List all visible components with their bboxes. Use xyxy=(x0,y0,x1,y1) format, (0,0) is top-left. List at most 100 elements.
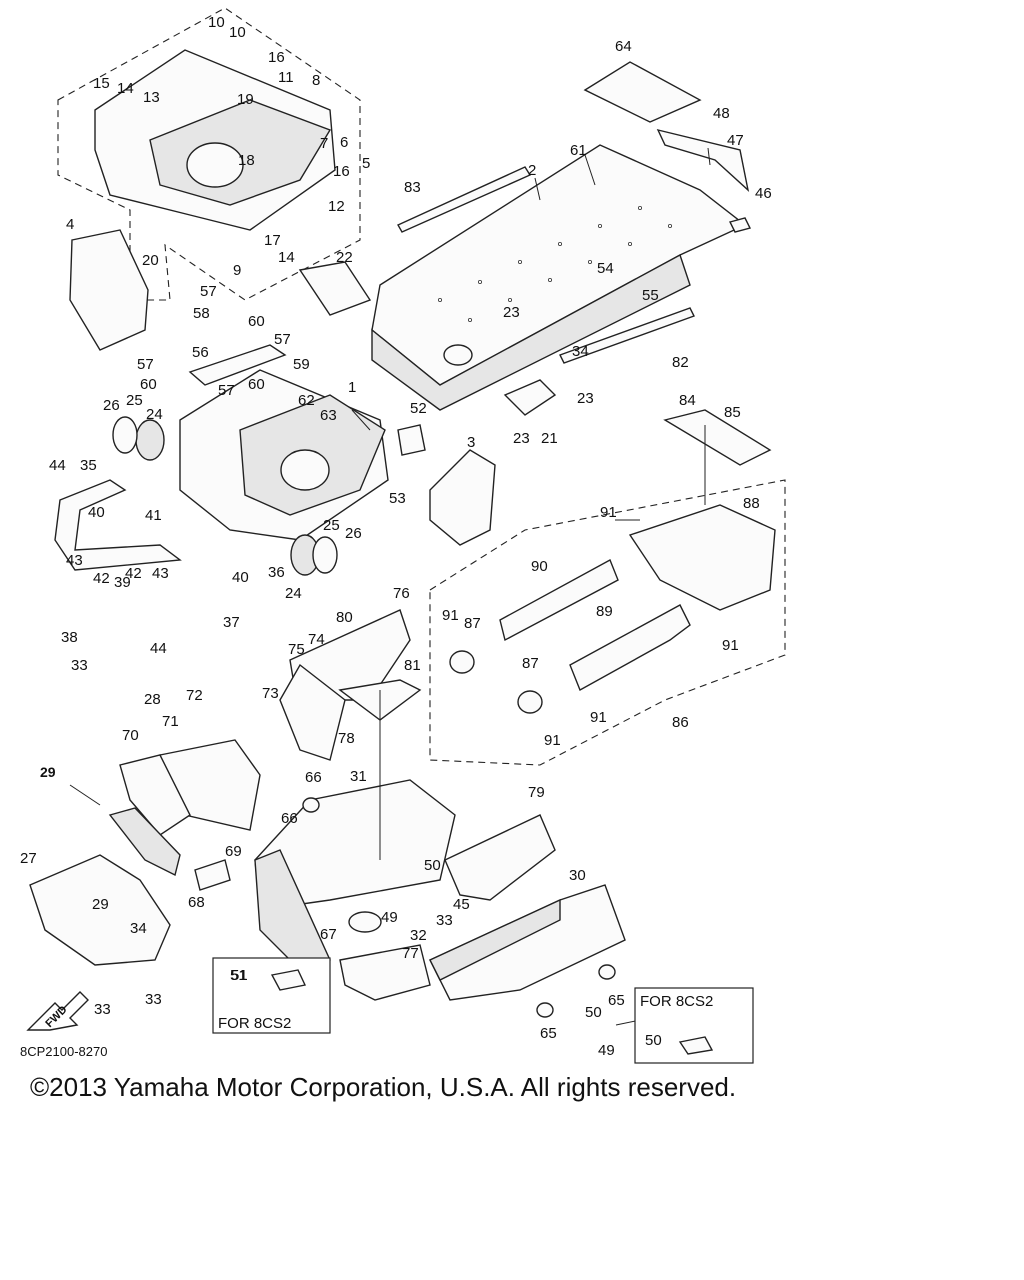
part-number-label: 67 xyxy=(320,926,337,943)
part-number-label: 81 xyxy=(404,657,421,674)
parts-diagram: 51 FOR 8CS2 FOR 8CS2 50 FWD 29 123456789… xyxy=(20,7,786,1064)
bracket-47 xyxy=(656,128,750,192)
diagram-code: 8CP2100-8270 xyxy=(20,1044,108,1059)
boot-24-left xyxy=(135,419,165,461)
part-number-label: 56 xyxy=(192,344,209,361)
part-number-label: 91 xyxy=(442,607,459,624)
part-number-label: 62 xyxy=(298,392,315,409)
part-number-label: 91 xyxy=(544,732,561,749)
panel-73 xyxy=(279,663,346,761)
part-number-label: 25 xyxy=(126,392,143,409)
part-number-label: 75 xyxy=(288,641,305,658)
part-number-label: 45 xyxy=(453,896,470,913)
part-number-label: 1 xyxy=(348,379,356,396)
callout-part-51: 51 xyxy=(230,967,247,984)
part-number-label: 91 xyxy=(722,637,739,654)
part-number-label: 49 xyxy=(598,1042,615,1059)
panel-79 xyxy=(444,814,556,901)
part-number-label: 6 xyxy=(340,134,348,151)
part-number-label: 79 xyxy=(528,784,545,801)
part-number-label: 24 xyxy=(146,406,163,423)
fwd-arrow: FWD xyxy=(26,991,89,1031)
part-number-label: 60 xyxy=(248,313,265,330)
part-number-label: 58 xyxy=(193,305,210,322)
part-number-label: 47 xyxy=(727,132,744,149)
callout-box-left xyxy=(212,957,331,1034)
part-number-label: 44 xyxy=(150,640,167,657)
part-number-label: 28 xyxy=(144,691,161,708)
bracket-4 xyxy=(69,229,149,351)
callout-for-8cs2-left: FOR 8CS2 xyxy=(218,1015,291,1032)
part-number-label: 55 xyxy=(642,287,659,304)
mount-87-lower xyxy=(517,690,543,714)
part-number-label: 32 xyxy=(410,927,427,944)
part-number-label: 25 xyxy=(323,517,340,534)
part-number-label: 17 xyxy=(264,232,281,249)
gasket-25-right xyxy=(312,536,338,574)
part-number-label: 71 xyxy=(162,713,179,730)
part-number-label: 14 xyxy=(278,249,295,266)
group-outline-frame-assembly xyxy=(57,7,361,301)
part-number-label: 87 xyxy=(522,655,539,672)
mount-87-upper xyxy=(449,650,475,674)
part-number-label: 13 xyxy=(143,89,160,106)
part-number-label: 43 xyxy=(152,565,169,582)
part-number-label: 89 xyxy=(596,603,613,620)
bracket-68 xyxy=(194,859,231,891)
part-number-label: 21 xyxy=(541,430,558,447)
part-number-label: 50 xyxy=(585,1004,602,1021)
part-number-label: 72 xyxy=(186,687,203,704)
flap-64 xyxy=(583,61,702,123)
gasket-25-left xyxy=(112,416,138,454)
part-number-label: 33 xyxy=(94,1001,111,1018)
part-number-label: 34 xyxy=(130,920,147,937)
part-number-label: 74 xyxy=(308,631,325,648)
part-number-label: 10 xyxy=(208,14,225,31)
cap-46 xyxy=(728,217,752,233)
group-outline-86 xyxy=(429,479,786,766)
part-number-label: 69 xyxy=(225,843,242,860)
part-number-label: 38 xyxy=(61,629,78,646)
part-number-label: 30 xyxy=(569,867,586,884)
part-number-label: 24 xyxy=(285,585,302,602)
part-number-label: 12 xyxy=(328,198,345,215)
plate-52 xyxy=(397,424,426,456)
copyright-notice: ©2013 Yamaha Motor Corporation, U.S.A. A… xyxy=(30,1072,737,1102)
part-number-label: 77 xyxy=(402,945,419,962)
callout-part-50: 50 xyxy=(645,1032,662,1049)
part-number-label: 52 xyxy=(410,400,427,417)
tunnel-hole xyxy=(443,344,473,366)
part-number-label: 87 xyxy=(464,615,481,632)
plate-22 xyxy=(298,261,372,316)
tunnel-rivets xyxy=(437,205,673,322)
part-number-label: 46 xyxy=(755,185,772,202)
part-number-label: 68 xyxy=(188,894,205,911)
cover-77 xyxy=(339,944,431,1001)
part-number-label: 73 xyxy=(262,685,279,702)
part-number-label: 90 xyxy=(531,558,548,575)
part-number-label: 91 xyxy=(600,504,617,521)
part-label-layer: 1234567891010111213141415161617181920212… xyxy=(20,14,772,1059)
part-number-label: 66 xyxy=(305,769,322,786)
part-number-label: 65 xyxy=(608,992,625,1009)
part-number-label: 65 xyxy=(540,1025,557,1042)
bracket-21 xyxy=(503,379,557,416)
callout-part-50-shape xyxy=(678,1036,714,1055)
frame-opening xyxy=(186,142,244,188)
part-number-label: 9 xyxy=(233,262,241,279)
bracket-56 xyxy=(188,344,287,386)
part-number-label: 36 xyxy=(268,564,285,581)
part-number-label: 16 xyxy=(333,163,350,180)
part-number-label: 11 xyxy=(278,69,294,86)
part-number-label: 85 xyxy=(724,404,741,421)
part-number-label: 34 xyxy=(572,343,589,360)
part-number-label: 41 xyxy=(145,507,162,524)
part-number-label: 39 xyxy=(114,574,131,591)
bumper-36 xyxy=(54,479,182,571)
part-number-label: 80 xyxy=(336,609,353,626)
part-number-label: 83 xyxy=(404,179,421,196)
plug-65-right xyxy=(598,964,616,980)
part-number-label: 19 xyxy=(237,91,254,108)
strip-82 xyxy=(559,307,695,364)
part-number-label: 78 xyxy=(338,730,355,747)
